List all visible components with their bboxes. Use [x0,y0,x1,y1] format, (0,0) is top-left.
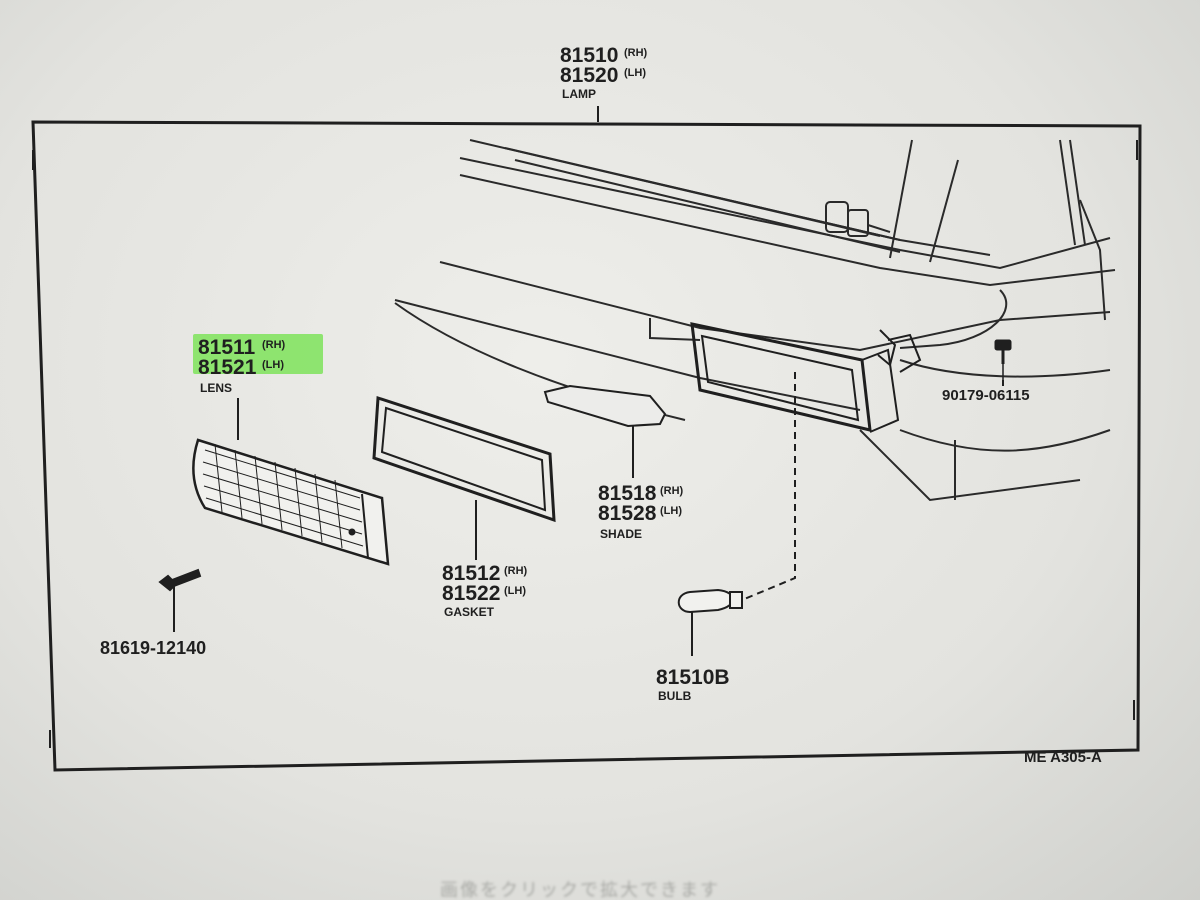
svg-text:81518: 81518 [598,482,657,505]
svg-text:(RH): (RH) [262,339,286,351]
svg-text:81511: 81511 [198,336,256,359]
svg-text:81521: 81521 [198,356,257,379]
svg-text:81522: 81522 [442,582,500,605]
lamp-housing-drawing [690,322,922,433]
svg-text:81528: 81528 [598,502,657,525]
svg-text:SHADE: SHADE [600,527,642,541]
svg-text:LENS: LENS [200,381,232,395]
shade-label: 81518 (RH) 81528 (LH) SHADE [598,482,684,541]
svg-text:81510: 81510 [560,44,618,67]
svg-text:90179-06115: 90179-06115 [942,387,1030,404]
bulb-drawing [677,588,743,614]
bulb-label: 81510B BULB [656,666,730,703]
lens-drawing [192,438,390,566]
svg-text:(LH): (LH) [504,585,526,597]
clip-drawing [994,339,1012,380]
lens-highlight [193,334,323,374]
lamp-label: 81510 (RH) 81520 (LH) LAMP [560,44,648,101]
svg-text:81619-12140: 81619-12140 [100,638,206,658]
dashed-assembly-line [741,372,796,601]
gasket-drawing [372,395,556,523]
clamp-drawing [825,201,891,237]
gasket-label: 81512 (RH) 81522 (LH) GASKET [442,562,528,619]
svg-text:(RH): (RH) [624,47,648,59]
svg-text:GASKET: GASKET [444,605,495,619]
svg-text:81512: 81512 [442,562,500,585]
svg-text:81520: 81520 [560,64,618,87]
svg-text:(LH): (LH) [624,67,646,79]
svg-text:(RH): (RH) [504,565,528,577]
svg-text:BULB: BULB [658,689,692,703]
svg-text:LAMP: LAMP [562,87,596,101]
leader-lines [237,380,1004,656]
shade-drawing [543,384,667,428]
page-caption: 画像をクリックで拡大できます [440,880,720,900]
lens-label: 81511 (RH) 81521 (LH) LENS [198,336,286,395]
diagram-frame [31,106,1142,772]
svg-text:(LH): (LH) [660,505,682,517]
screw-drawing [158,568,202,632]
svg-text:(RH): (RH) [660,485,684,497]
svg-text:(LH): (LH) [262,359,284,371]
figure-code-label: ME A305-A [1024,749,1102,766]
screw-label: 81619-12140 [100,638,206,658]
clip-label: 90179-06115 [942,387,1030,404]
svg-text:81510B: 81510B [656,666,730,689]
svg-text:ME A305-A: ME A305-A [1024,749,1102,766]
